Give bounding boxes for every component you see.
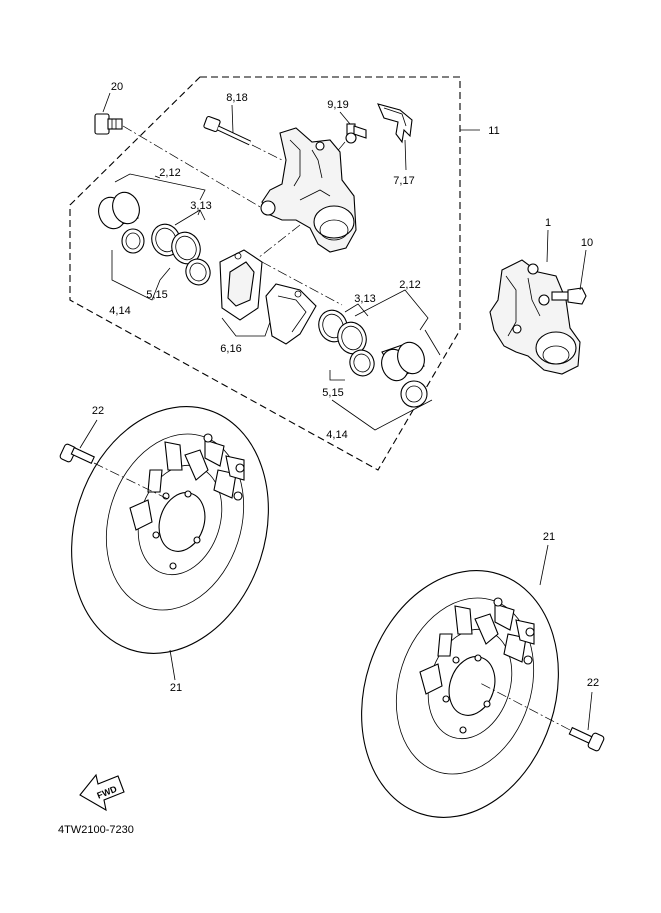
brake-pad-right	[265, 283, 317, 345]
label-6-16: 6,16	[220, 343, 241, 355]
label-7-17: 7,17	[393, 175, 414, 187]
caliper-body	[260, 127, 357, 253]
label-20: 20	[111, 81, 123, 93]
label-2-12-right: 2,12	[399, 279, 420, 291]
dust-seal-right	[400, 380, 428, 408]
brake-disc-right	[361, 570, 559, 818]
label-5-15-left: 5,15	[146, 289, 167, 301]
label-11: 11	[488, 125, 499, 137]
piston-right	[381, 341, 425, 382]
brake-disc-left	[71, 406, 269, 654]
label-4-14-right: 4,14	[326, 429, 347, 441]
label-21-lower: 21	[543, 531, 555, 543]
pad-pin-8-18	[203, 115, 252, 146]
disc-bolt-22-upper	[59, 443, 95, 465]
label-3-13-right: 3,13	[354, 293, 375, 305]
label-5-15-right: 5,15	[322, 387, 343, 399]
brake-pad-left	[219, 249, 263, 321]
label-1: 1	[545, 217, 551, 229]
forward-arrow-icon: FWD	[79, 773, 125, 812]
label-3-13-left: 3,13	[190, 200, 211, 212]
label-2-12-left: 2,12	[159, 167, 180, 179]
piston-seal-right	[318, 309, 375, 377]
piston-left	[98, 191, 140, 230]
label-8-18: 8,18	[226, 92, 247, 104]
diagram-code: 4TW2100-7230	[58, 824, 134, 836]
label-4-14-left: 4,14	[109, 305, 130, 317]
caliper-bolt-20	[94, 113, 123, 135]
label-9-19: 9,19	[327, 99, 348, 111]
caliper-bolt-10	[551, 287, 587, 305]
caliper-assembly-boundary	[69, 76, 461, 471]
label-22-lower: 22	[587, 677, 599, 689]
piston-seal-left	[151, 223, 211, 286]
caliper-1	[489, 259, 581, 375]
dust-seal-left	[121, 228, 145, 254]
disc-bolt-22-lower	[568, 726, 605, 752]
label-22-upper: 22	[92, 405, 104, 417]
bleed-screw-9-19	[345, 123, 367, 144]
label-21-upper: 21	[170, 682, 182, 694]
pad-spring-7-17	[377, 103, 413, 144]
label-10: 10	[581, 237, 593, 249]
